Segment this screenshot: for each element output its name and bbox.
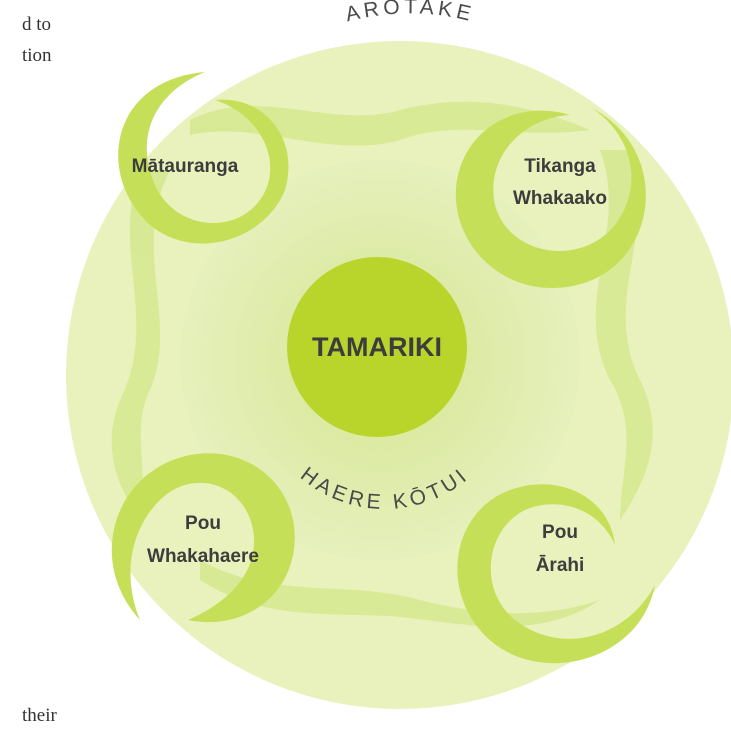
koru-label-pou-arahi-line1: Pou — [542, 522, 578, 543]
koru-label-pou-arahi-line2: Ārahi — [536, 555, 585, 576]
page-text-fragment-2: tion — [22, 45, 52, 66]
koru-shapes — [111, 72, 655, 664]
koru-label-pou-whakahaere-line2: Whakahaere — [147, 546, 259, 567]
page-text-fragment-1: d to — [22, 14, 52, 35]
arotake-label: AROTAKE — [343, 0, 477, 26]
koru-label-tikanga-line2: Whakaako — [513, 188, 607, 209]
center-circle — [287, 257, 467, 437]
koru-label-pou-whakahaere-line1: Pou — [185, 513, 221, 534]
koru-label-tikanga-line1: Tikanga — [524, 156, 596, 177]
koru-label-matauranga: Mātauranga — [132, 156, 239, 177]
center-label: TAMARIKI — [312, 332, 442, 362]
page-text-fragment-3: their — [22, 705, 57, 726]
